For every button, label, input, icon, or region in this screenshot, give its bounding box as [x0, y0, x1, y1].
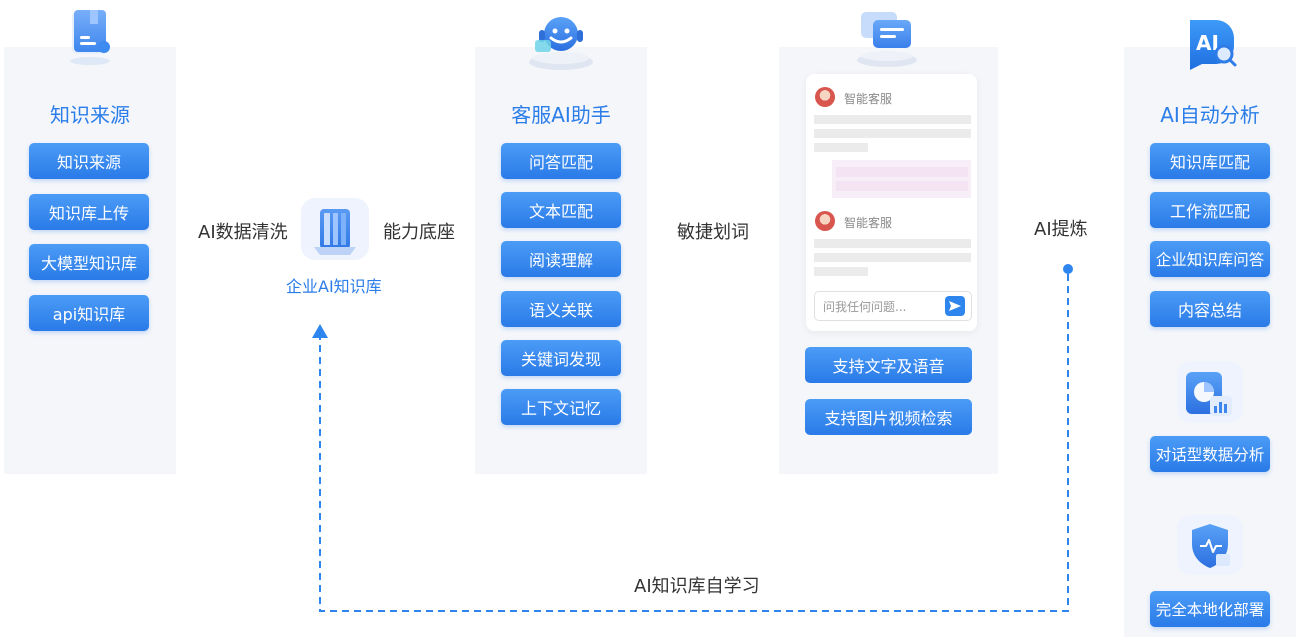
analysis-item-4[interactable]: 内容总结 — [1150, 291, 1270, 327]
ai-badge-text: AI — [1196, 31, 1219, 55]
ai-extract-label: AI提炼 — [1034, 219, 1088, 240]
assistant-item-4[interactable]: 语义关联 — [501, 291, 621, 327]
feature-image-video-search[interactable]: 支持图片视频检索 — [805, 399, 972, 435]
ai-data-cleaning-label: AI数据清洗 — [198, 222, 288, 243]
source-item-2[interactable]: 知识库上传 — [29, 194, 149, 230]
user-message-line — [836, 167, 968, 177]
message-line — [814, 129, 971, 138]
analysis-extra-1[interactable]: 对话型数据分析 — [1150, 436, 1270, 472]
panel-title-knowledge-source: 知识来源 — [50, 103, 130, 127]
source-item-4[interactable]: api知识库 — [29, 295, 149, 331]
send-button[interactable] — [945, 296, 965, 316]
assistant-item-3[interactable]: 阅读理解 — [501, 241, 621, 277]
message-line — [814, 115, 971, 124]
analysis-extra-2[interactable]: 完全本地化部署 — [1150, 591, 1270, 627]
ai-search-icon: AI — [1180, 16, 1240, 72]
agent-avatar — [815, 211, 835, 231]
assistant-item-6[interactable]: 上下文记忆 — [501, 389, 621, 425]
analysis-item-2[interactable]: 工作流匹配 — [1150, 192, 1270, 228]
data-analysis-icon — [1176, 360, 1244, 424]
customer-service-robot-icon — [525, 10, 597, 72]
capability-base-label: 能力底座 — [383, 222, 455, 243]
agent-name: 智能客服 — [844, 92, 893, 106]
agent-name: 智能客服 — [844, 216, 893, 230]
panel-title-ai-auto-analysis: AI自动分析 — [1160, 103, 1260, 127]
chat-bubbles-icon — [853, 8, 921, 70]
panel-title-customer-service-ai: 客服AI助手 — [511, 103, 611, 127]
knowledge-base-icon — [300, 197, 370, 261]
analysis-item-3[interactable]: 企业知识库问答 — [1150, 241, 1270, 277]
assistant-item-1[interactable]: 问答匹配 — [501, 143, 621, 179]
agile-word-select-label: 敏捷划词 — [677, 222, 749, 243]
user-message-line — [836, 181, 968, 191]
analysis-item-1[interactable]: 知识库匹配 — [1150, 143, 1270, 179]
shield-icon — [1176, 514, 1244, 576]
message-line — [814, 239, 971, 248]
assistant-item-2[interactable]: 文本匹配 — [501, 192, 621, 228]
message-line — [814, 267, 868, 276]
message-line — [814, 253, 971, 262]
message-line — [814, 143, 868, 152]
assistant-item-5[interactable]: 关键词发现 — [501, 340, 621, 376]
user-message-line — [832, 160, 971, 198]
kb-self-learning-label: AI知识库自学习 — [634, 576, 760, 597]
source-item-1[interactable]: 知识来源 — [29, 143, 149, 179]
book-icon — [62, 6, 118, 66]
agent-avatar — [815, 87, 835, 107]
chat-input-placeholder: 问我任何问题... — [823, 300, 907, 314]
chat-input[interactable]: 问我任何问题... — [814, 291, 972, 321]
send-icon — [949, 301, 961, 311]
feature-text-voice[interactable]: 支持文字及语音 — [805, 347, 972, 383]
enterprise-ai-kb-label: 企业AI知识库 — [286, 277, 382, 296]
source-item-3[interactable]: 大模型知识库 — [29, 244, 149, 280]
